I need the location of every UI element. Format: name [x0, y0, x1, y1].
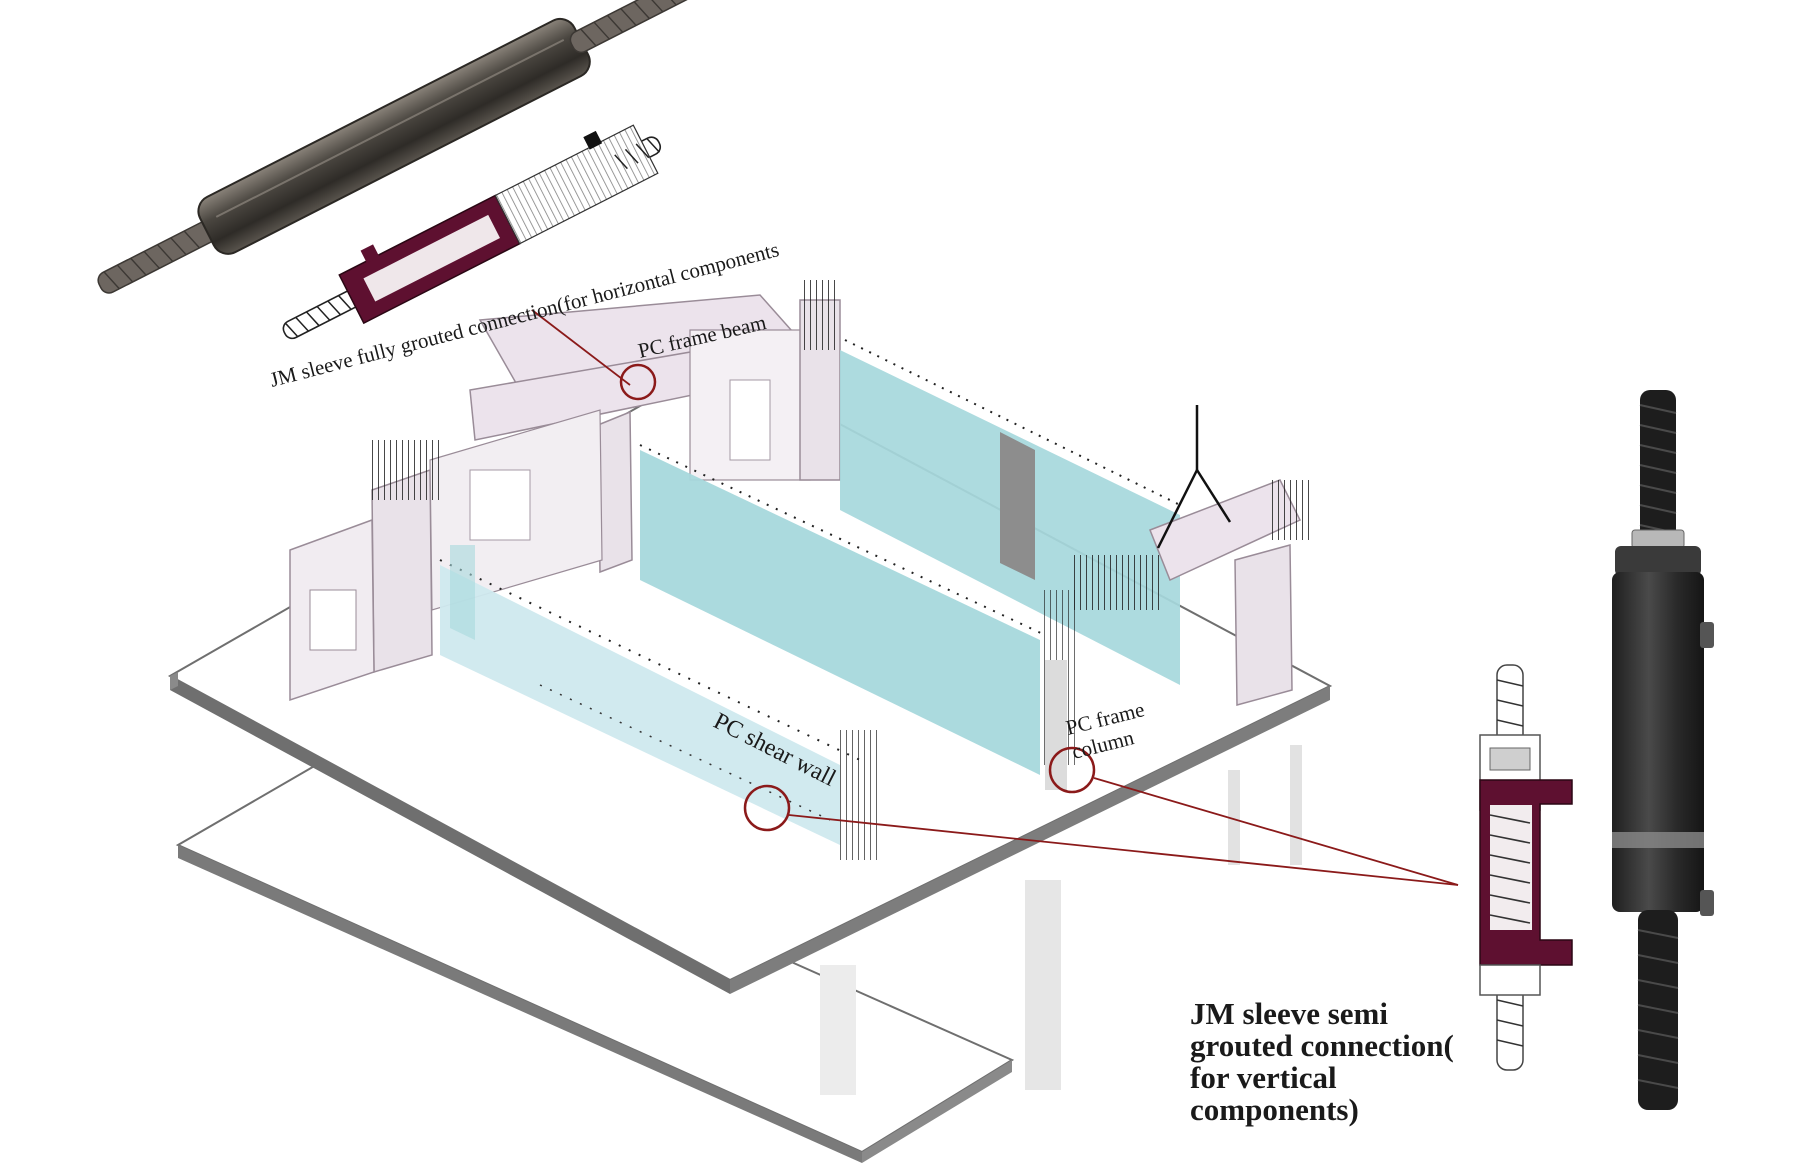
label-semi-grouted-line: JM sleeve semi [1190, 996, 1388, 1031]
callout-line-wall [788, 814, 1459, 886]
wall-joint [1000, 432, 1035, 580]
callout-circle-frame-column [1048, 746, 1096, 794]
callout-line-column [1093, 777, 1459, 886]
label-semi-grouted: JM sleeve semi grouted connection( for v… [1190, 996, 1454, 1127]
semi-grouted-sleeve-photo [1612, 390, 1714, 1110]
label-semi-grouted-line: for vertical [1190, 1060, 1337, 1095]
pc-frame-column-base [1045, 660, 1067, 790]
callout-line-beam [531, 309, 631, 386]
label-semi-grouted-line: components) [1190, 1092, 1359, 1127]
fully-grouted-sleeve-section [282, 124, 662, 340]
callouts [531, 309, 1459, 886]
support-column [820, 965, 856, 1095]
label-semi-grouted-line: grouted connection( [1190, 1028, 1454, 1063]
rebar-bundle [1270, 480, 1310, 540]
rebar-cage [370, 440, 440, 500]
fully-grouted-sleeve-photo [97, 0, 700, 294]
callout-circle-beam [619, 363, 657, 401]
callout-circle-shear-wall [743, 784, 791, 832]
support-column [1025, 880, 1061, 1090]
pc-shear-wall-front [439, 545, 880, 860]
semi-grouted-sleeve-section [1479, 664, 1573, 1071]
lifting-sling-icon [1156, 405, 1232, 549]
rebar-cage [840, 730, 880, 860]
rebar-bundle [1070, 555, 1160, 610]
pc-frame-right [1045, 405, 1310, 790]
rebar-cage [800, 280, 840, 350]
pc-frame-left [289, 280, 841, 702]
